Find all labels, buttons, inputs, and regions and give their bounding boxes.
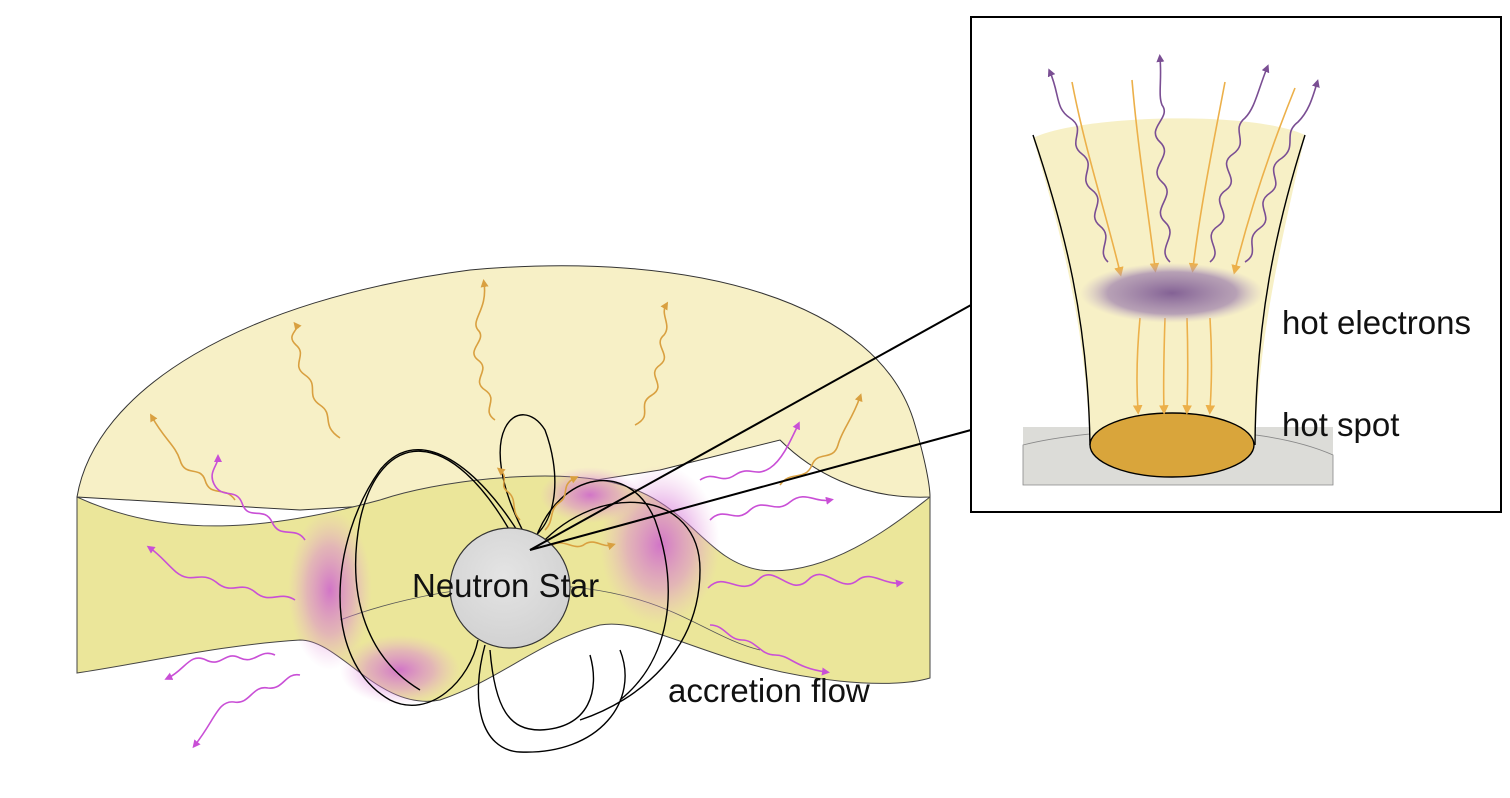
column-left-edge [1032,134,1091,446]
corona-dome [76,265,931,511]
column-right-edge [1254,134,1306,446]
label-neutron-star: Neutron Star [412,567,600,604]
infall-streams-lower [1132,317,1216,415]
purple-photons [1047,54,1320,263]
magenta-glow-left [288,510,372,670]
disk-mid-line [339,584,761,651]
infall-streams-upper [1071,79,1296,277]
label-accretion-flow: accretion flow [668,672,870,709]
magnetic-field-lines [339,414,701,753]
magenta-glow-top [540,467,640,523]
zoom-connector-lines [529,304,972,551]
magenta-glow-bottom [340,635,460,705]
hot-electrons-cloud [1080,263,1264,323]
label-hot-spot: hot spot [1282,406,1400,443]
neutron-star [449,527,571,649]
orange-photons [150,279,863,550]
hot-spot [1089,412,1255,478]
magenta-photons [146,421,904,749]
label-hot-electrons: hot electrons [1282,304,1471,341]
